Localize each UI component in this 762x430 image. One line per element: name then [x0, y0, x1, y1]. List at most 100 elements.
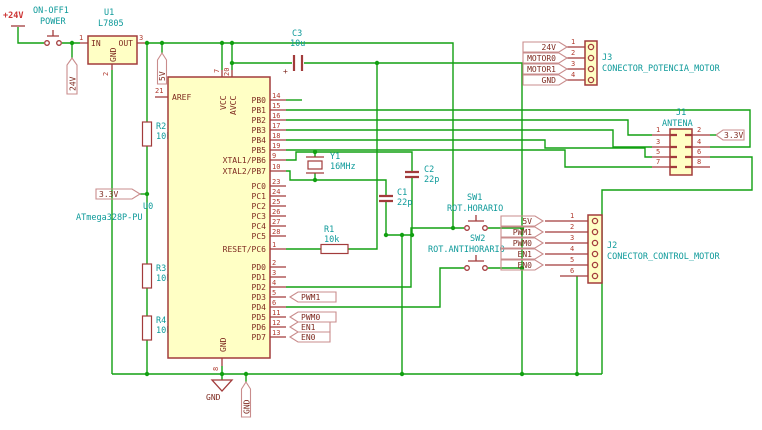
capacitor-c3[interactable]: C3 10u +	[283, 29, 305, 76]
wire	[286, 170, 387, 196]
power-switch[interactable]: ON-OFF1 POWER	[33, 6, 69, 46]
regulator-u1[interactable]: U1 L7805 IN OUT GND 1 3 2	[79, 8, 145, 76]
c3-ref: C3	[292, 29, 302, 39]
j3-pad	[587, 43, 595, 51]
j2-ref: J2	[607, 241, 617, 251]
j1-pin-num: 7	[656, 158, 660, 166]
r1-ref: R1	[324, 225, 334, 235]
connector-j2[interactable]: 1 2 3 4 5 6 J2 CONECTOR_CONTROL_MOTOR	[545, 212, 720, 284]
regulator-pin-in: IN	[91, 39, 101, 48]
pin-num: 14	[272, 92, 280, 100]
y1-body	[307, 160, 323, 170]
resistor-r3[interactable]: R3 10k	[141, 263, 172, 289]
net-label-3v3-right[interactable]: 3.3V	[710, 129, 745, 141]
wire	[286, 151, 413, 172]
j2-pin-num: 5	[570, 256, 574, 264]
net-label-3v3-left[interactable]: 3.3V	[95, 188, 142, 200]
switch-contact	[56, 40, 62, 46]
c3-value: 10u	[290, 39, 305, 49]
regulator-value: L7805	[98, 19, 124, 29]
capacitor-c1[interactable]: C1 22p	[379, 188, 412, 208]
switch-ref: ON-OFF1	[33, 6, 69, 16]
net-label-en0[interactable]: EN0	[288, 331, 331, 343]
wire	[145, 42, 454, 228]
crystal-y1[interactable]: Y1 16MHz	[306, 152, 356, 174]
connector-j1[interactable]: J1 ANTENA 1 3 5 7 2 4 6 8	[652, 108, 710, 176]
pin-name: PC5	[252, 232, 267, 241]
j1-pins	[652, 134, 710, 168]
j2-pin-num: 3	[570, 234, 574, 242]
regulator-num-gnd: 2	[102, 72, 110, 76]
net-label-24v[interactable]: 24V	[66, 57, 78, 95]
j2-pad	[591, 261, 599, 269]
wires	[17, 27, 753, 382]
r1-body	[320, 243, 349, 255]
sw1-contact	[482, 225, 488, 231]
j3-body	[584, 40, 598, 86]
c3-plates	[292, 55, 304, 71]
j2-net-pwm0: PWM0	[513, 239, 532, 248]
resistor-r4[interactable]: R4 10k	[141, 315, 172, 341]
pin-name: PC4	[252, 222, 267, 231]
net-label-5v[interactable]: 5V	[156, 51, 168, 85]
pin-num: 17	[272, 122, 280, 130]
pin-name: PD4	[252, 303, 267, 312]
avcc-name: AVCC	[229, 96, 238, 115]
supply-24v-flag[interactable]: +24V	[3, 11, 25, 27]
switch-sw2[interactable]: SW2 ROT.ANTIHORARIO	[428, 234, 505, 271]
switch-name: POWER	[40, 17, 66, 27]
r2-body	[141, 121, 153, 147]
pin-name: PB1	[252, 106, 267, 115]
resistor-r1[interactable]: R1 10k	[320, 225, 349, 255]
y1-ref: Y1	[330, 152, 340, 162]
ground-symbol[interactable]: GND	[206, 379, 234, 402]
net-flag-shape	[500, 259, 545, 271]
pin-name: PD3	[252, 293, 267, 302]
capacitor-c2[interactable]: C2 22p	[405, 165, 439, 185]
net-label-en1[interactable]: EN1	[288, 321, 331, 333]
pin-num: 5	[272, 289, 276, 297]
mcu-gnd-num: 8	[212, 367, 220, 371]
wire	[286, 149, 652, 168]
connector-j3[interactable]: 1 2 3 4 J3 CONECTOR_POTENCIA_MOTOR	[567, 38, 721, 86]
sw2-contact	[482, 265, 488, 271]
j2-net-labels[interactable]: 5V PWM1 PWM0 EN1 EN0	[500, 215, 545, 271]
pin-name: PC0	[252, 182, 267, 191]
en0-label: EN0	[301, 333, 316, 342]
r2-ref: R2	[156, 122, 166, 132]
wire	[385, 177, 413, 374]
j1-name: ANTENA	[662, 119, 693, 129]
regulator-num-out: 3	[139, 34, 143, 42]
c2-ref: C2	[424, 165, 434, 175]
mcu-u0[interactable]: U0 ATmega328P-PU 7 20 VCC AVCC 21 AREF G…	[76, 68, 286, 371]
j3-pad	[587, 76, 595, 84]
net-label-gnd[interactable]: GND	[240, 380, 252, 418]
y1-value: 16MHz	[330, 162, 356, 172]
pin-name: PC2	[252, 202, 267, 211]
net-label-pwm1[interactable]: PWM1	[288, 291, 337, 303]
pin-num: 9	[272, 152, 276, 160]
j1-pads	[670, 133, 692, 169]
c3-plus: +	[283, 67, 288, 76]
j2-pin-num: 6	[570, 267, 574, 275]
j1-pin-num: 5	[656, 148, 660, 156]
resistor-r2[interactable]: R2 10k	[141, 121, 172, 147]
pin-num: 4	[272, 279, 276, 287]
vcc-name: VCC	[219, 95, 228, 110]
net-flag-shape	[522, 52, 569, 64]
j1-pin-num: 1	[656, 126, 660, 134]
switch-actuator	[47, 30, 59, 37]
j1-pin-num: 2	[697, 126, 701, 134]
j1-pin-num: 3	[656, 138, 660, 146]
net-flag-shape	[500, 248, 545, 260]
pwm1-label: PWM1	[301, 293, 320, 302]
switch-sw1[interactable]: SW1 ROT.HORARIO	[447, 193, 503, 231]
pin-name: PC1	[252, 192, 267, 201]
j3-net-labels[interactable]: 24V MOTOR0 MOTOR1 GND	[522, 41, 569, 86]
gnd-flag-label: GND	[243, 399, 252, 414]
pin-name: PD7	[252, 333, 267, 342]
net-label-pwm0[interactable]: PWM0	[288, 311, 337, 323]
c2-plates	[405, 170, 419, 179]
wire	[286, 129, 652, 148]
aref-name: AREF	[172, 93, 191, 102]
